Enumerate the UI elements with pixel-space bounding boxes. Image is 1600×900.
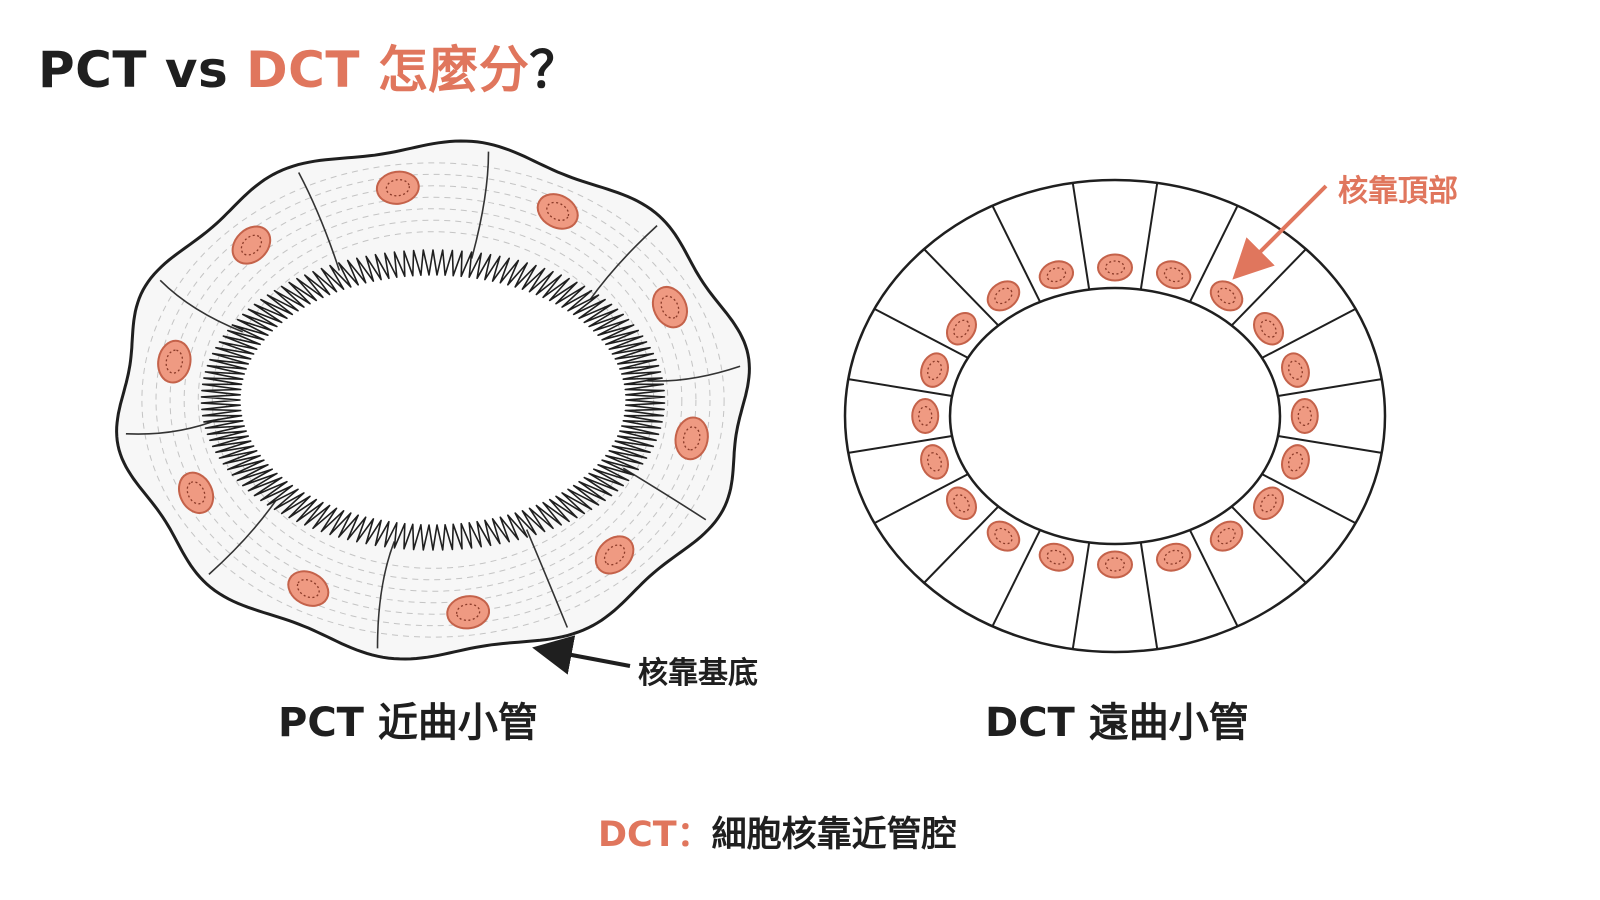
pct-cell-border (376, 541, 396, 649)
nucleus (945, 311, 977, 346)
dct-cell-border (1277, 378, 1382, 397)
nucleus (651, 285, 688, 329)
nucleus (1281, 444, 1310, 480)
pct-cell-border (470, 151, 490, 259)
nucleus (1038, 260, 1075, 290)
cytoplasm-striation (169, 185, 697, 615)
nucleus (287, 570, 330, 607)
nucleus (1253, 486, 1285, 521)
dct-cell-border (848, 435, 953, 454)
nucleus (375, 170, 420, 205)
basal-nucleus-annotation: 核靠基底 (638, 656, 758, 691)
pct-cell-border (647, 365, 741, 382)
nucleus (1038, 542, 1075, 572)
dct-cell-border (1189, 529, 1239, 627)
title-accent-text: DCT 怎麼分 (246, 41, 530, 99)
pct-cell-border (525, 529, 569, 628)
apical-arrow (1232, 184, 1328, 280)
dct-cell-border (1230, 248, 1307, 327)
nucleus (1155, 542, 1192, 572)
dct-cell-border (1277, 435, 1382, 454)
dct-cell-border (923, 248, 1000, 327)
dct-cell-border (1261, 307, 1357, 359)
nucleus (1281, 352, 1310, 388)
bottom-note-label: DCT： (598, 815, 712, 855)
cytoplasm-striation (211, 219, 655, 581)
cytoplasm-striation (155, 173, 711, 627)
dct-cell-border (1230, 505, 1307, 584)
pct-cell-border (208, 498, 278, 575)
nucleus (1209, 520, 1244, 552)
pct-cell-border (588, 225, 658, 302)
nucleus (1155, 260, 1192, 290)
nucleus (674, 416, 709, 461)
nucleus (446, 595, 491, 630)
pct-tubule (115, 139, 751, 661)
nucleus (594, 535, 635, 575)
nucleus (986, 280, 1021, 312)
dct-cell-border (1139, 542, 1159, 650)
nucleus (1097, 253, 1133, 282)
nucleus (920, 444, 949, 480)
nucleus (1097, 550, 1133, 579)
nucleus (920, 352, 949, 388)
nucleus (231, 225, 272, 265)
basal-arrow (532, 635, 631, 675)
dct-cell-border (1071, 542, 1091, 650)
page-title: PCT vs DCT 怎麼分？ (38, 30, 580, 102)
dct-cell-border (991, 529, 1041, 627)
dct-cell-border (873, 307, 969, 359)
nucleus (945, 486, 977, 521)
dct-cell-border (848, 378, 953, 397)
nucleus (157, 339, 192, 384)
dct-cell-border (1189, 205, 1239, 303)
bottom-note: DCT：細胞核靠近管腔 (598, 806, 957, 857)
dct-tubule (843, 178, 1387, 654)
cytoplasm-striation (183, 196, 683, 604)
nucleus (1290, 398, 1319, 434)
dct-cell-border (923, 505, 1000, 584)
title-text: PCT vs (38, 41, 247, 99)
apical-nucleus-annotation: 核靠頂部 (1338, 174, 1458, 209)
dct-cell-border (1139, 182, 1159, 290)
nucleus (911, 398, 940, 434)
pct-caption: PCT 近曲小管 (278, 700, 538, 746)
dct-cell-border (1071, 182, 1091, 290)
dct-cell-border (991, 205, 1041, 303)
pct-brush-border (200, 249, 666, 551)
bottom-note-text: 細胞核靠近管腔 (711, 815, 957, 855)
dct-caption: DCT 遠曲小管 (985, 700, 1249, 746)
pct-cell-border (159, 279, 243, 333)
title-question-mark: ？ (529, 41, 580, 99)
nucleus (178, 471, 215, 515)
nucleus (536, 193, 579, 230)
nucleus (1209, 280, 1244, 312)
dct-cell-border (1261, 473, 1357, 525)
cytoplasm-striation (197, 208, 669, 592)
nucleus (1253, 311, 1285, 346)
nucleus (986, 520, 1021, 552)
dct-lumen-boundary (948, 286, 1282, 546)
pct-cell-border (297, 172, 341, 271)
cytoplasm-striation (141, 162, 725, 638)
cytoplasm-striation (225, 231, 641, 569)
dct-cell-border (873, 473, 969, 525)
